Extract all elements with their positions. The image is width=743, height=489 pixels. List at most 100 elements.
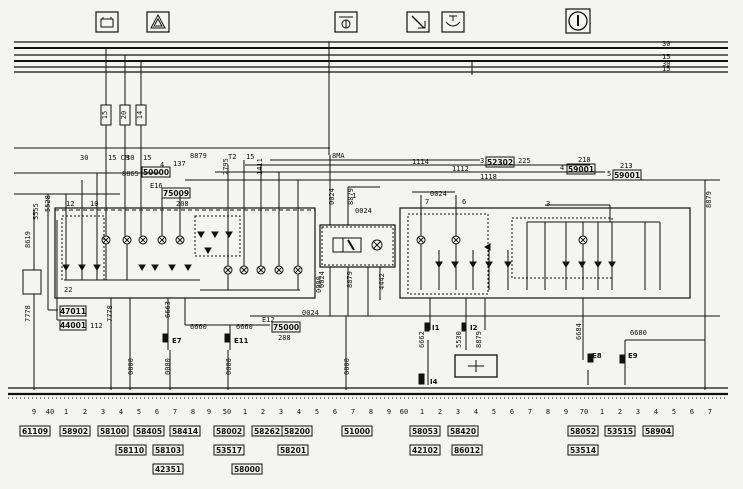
wire-label: 3 (546, 200, 550, 208)
fuse-block (100, 48, 147, 155)
pin-label: T2 (228, 153, 236, 161)
bottom-ref-53517: 53517 (216, 446, 242, 455)
ref-59001-box (566, 163, 596, 175)
ref-75000-box (271, 321, 301, 333)
column-number: 3 (101, 408, 105, 416)
fuse-label: 15 (101, 111, 109, 119)
column-number: 9 (207, 408, 211, 416)
bottom-ref-58420-box (447, 425, 479, 437)
wire-label: 7778 (106, 305, 114, 322)
bottom-ref-58110-box (115, 444, 147, 456)
column-number: 7 (708, 408, 712, 416)
relay-module (319, 224, 396, 268)
switch-i2[interactable] (461, 322, 467, 332)
switch-i4[interactable] (418, 340, 429, 385)
wiper-icon[interactable] (406, 11, 430, 33)
bottom-ref-58201-box (277, 444, 309, 456)
pin-label: 30 (80, 154, 88, 162)
wire-label: 0024 (328, 188, 336, 205)
wire-label: 8879 (705, 191, 713, 208)
switch-e8[interactable] (587, 353, 594, 385)
bottom-ref-58103-box (152, 444, 184, 456)
washer-icon[interactable] (441, 11, 465, 33)
fuse-label: 14 (136, 111, 144, 119)
indicator-lamps-right (416, 235, 588, 245)
bottom-ref-58420: 58420 (450, 427, 476, 436)
ref-47011: 47011 (60, 307, 86, 316)
wire-label: 7 (425, 198, 429, 206)
ref-75009: 75009 (163, 189, 189, 198)
bottom-ref-53515: 53515 (607, 427, 633, 436)
info-circle-icon[interactable] (565, 8, 591, 34)
ref-50000-box (141, 166, 171, 178)
ref-number: 137 (173, 160, 186, 168)
column-number: 6 (690, 408, 694, 416)
ref-75000: 75000 (273, 323, 299, 332)
indicator-lamps-left (101, 235, 303, 275)
battery-icon[interactable] (95, 11, 119, 33)
bus-label: 30 (662, 60, 670, 68)
bottom-ref-42102-box (409, 444, 441, 456)
column-number: 1 (600, 408, 604, 416)
bus-label: 15 (662, 53, 670, 61)
wire-label: 8865 (122, 170, 139, 178)
column-number: 3 (456, 408, 460, 416)
column-number: 5 (492, 408, 496, 416)
warning-triangle-icon[interactable] (146, 11, 170, 33)
column-number: 7 (173, 408, 177, 416)
ref-number: E12 (262, 316, 275, 324)
ref-47011-box (59, 305, 87, 317)
ref-52302: 52302 (487, 158, 513, 167)
column-number: 4 (119, 408, 123, 416)
ref-number: 208 (176, 200, 189, 208)
ref-59001-b-box (612, 169, 642, 181)
column-number: 1 (243, 408, 247, 416)
wire-label: 1411 (256, 158, 264, 175)
light-switch-icon[interactable] (334, 11, 358, 33)
wire-label: 1118 (480, 173, 497, 181)
bottom-ref-58100: 58100 (100, 427, 126, 436)
column-number: 8 (191, 408, 195, 416)
bottom-ref-58053: 58053 (412, 427, 438, 436)
wire-label: 6660 (190, 323, 207, 331)
bottom-ref-58904: 58904 (645, 427, 671, 436)
bottom-ref-61109-box (19, 425, 51, 437)
bottom-ref-58405: 58405 (136, 427, 162, 436)
column-number: 4 (654, 408, 658, 416)
column-number: 50 (223, 408, 231, 416)
ref-52302-box (485, 156, 515, 168)
bottom-ref-42351-box (152, 463, 184, 475)
column-number: 7 (351, 408, 355, 416)
switch-label: E9 (628, 352, 638, 360)
bus-label: 15 (662, 65, 670, 73)
column-number: 8 (369, 408, 373, 416)
ref-44001-box (59, 319, 87, 331)
switch-e7[interactable] (162, 333, 169, 350)
switch-label: I1 (432, 324, 440, 332)
switch-label: I4 (430, 378, 438, 386)
bottom-ref-58052-box (567, 425, 599, 437)
column-number: 70 (580, 408, 588, 416)
wire-label: 10 (90, 200, 98, 208)
bottom-ref-53515-box (604, 425, 636, 437)
wire-label: 4 (560, 164, 564, 172)
wire-label: 6684 (575, 323, 583, 340)
column-number: 2 (438, 408, 442, 416)
column-number: 6 (155, 408, 159, 416)
wire-label: 8879 (190, 152, 207, 160)
switch-e11[interactable] (224, 325, 231, 350)
wire-label: 2795 (222, 158, 230, 175)
wire-label: 0024 (302, 309, 319, 317)
switch-i1[interactable] (424, 322, 430, 332)
wire-label: 8619 (24, 231, 32, 248)
bottom-ref-58902: 58902 (62, 427, 88, 436)
wire-label: 5528 (44, 195, 52, 212)
ref-number: 218 (578, 156, 591, 164)
diodes-right (435, 243, 616, 268)
switch-e9[interactable] (619, 339, 705, 385)
column-number: 2 (261, 408, 265, 416)
wire-label: 3 (480, 157, 484, 165)
switch-label: E7 (172, 337, 182, 345)
bottom-ref-53517-box (213, 444, 245, 456)
